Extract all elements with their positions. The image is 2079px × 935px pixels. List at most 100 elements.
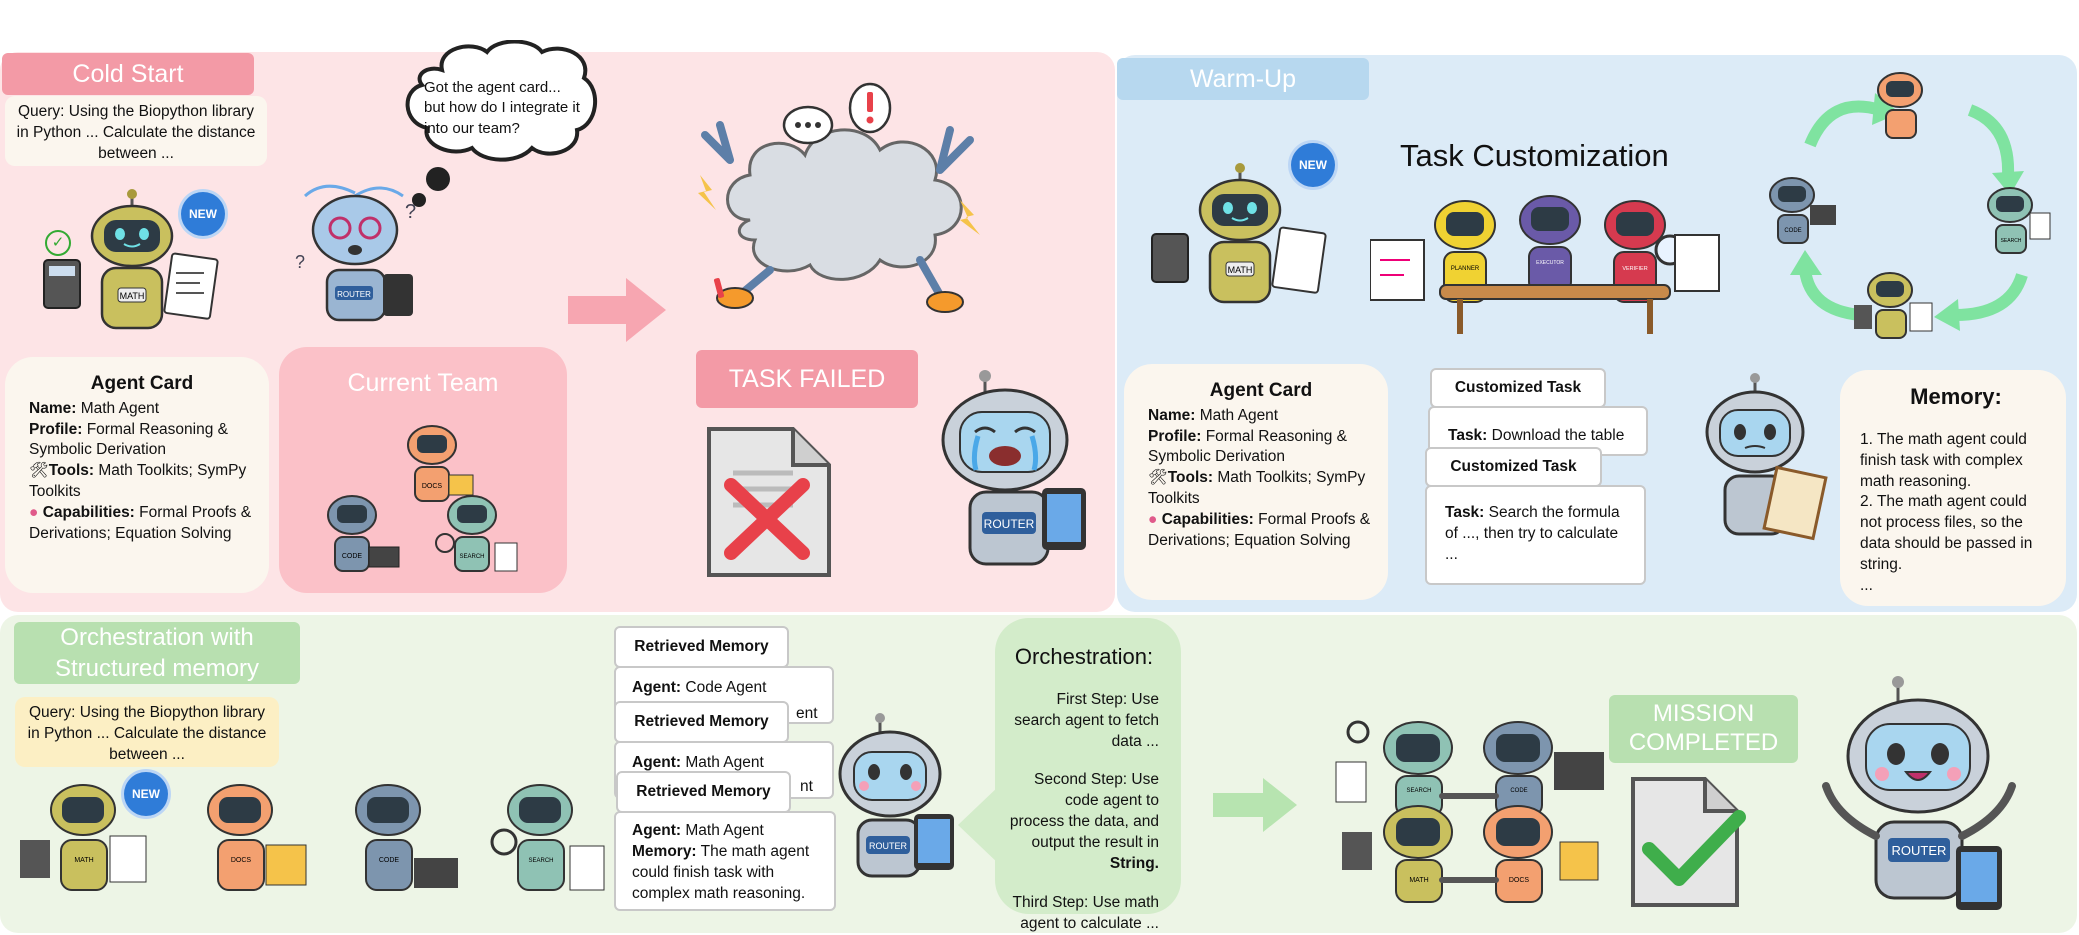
warm-agent-card-profile: Profile: Formal Reasoning & Symbolic Der… bbox=[1148, 427, 1347, 466]
warm-agent-card-title: Agent Card bbox=[1209, 380, 1313, 401]
united-math-robot: MATH bbox=[1342, 805, 1453, 903]
agent-card-capabilities: ● Capabilities: Formal Proofs & Derivati… bbox=[29, 504, 252, 543]
cold-start-tag: Cold Start bbox=[2, 53, 254, 95]
code-robot: CODE bbox=[327, 495, 400, 572]
feedback-cycle: CODE SEARCH bbox=[1769, 72, 2051, 339]
retrieved-memory-tab-2: Retrieved Memory bbox=[614, 701, 789, 743]
math-bot-label: MATH bbox=[120, 291, 145, 301]
task-customization-title: Task Customization bbox=[1400, 138, 1669, 173]
crying-router-label: ROUTER bbox=[984, 517, 1035, 531]
cold-start-query: Query: Using the Biopython library in Py… bbox=[5, 96, 267, 166]
plan-step-2: Second Step: Use code agent to process t… bbox=[1009, 771, 1159, 873]
svg-text:CODE: CODE bbox=[1784, 228, 1801, 234]
arrow-right-icon bbox=[1213, 778, 1297, 832]
cycle-search-robot: SEARCH bbox=[1987, 187, 2051, 254]
svg-text:SEARCH: SEARCH bbox=[528, 858, 553, 864]
svg-text:CODE: CODE bbox=[1510, 788, 1527, 794]
agent-card-title: Agent Card bbox=[90, 373, 194, 394]
dizzy-router-robot: ROUTER ? ? bbox=[285, 178, 430, 338]
success-document-icon bbox=[1631, 777, 1746, 907]
docs-robot: DOCS bbox=[407, 425, 474, 502]
team-table-robots: PLANNER EXECUTOR VERIFIER bbox=[1370, 195, 1720, 334]
warm-new-badge: NEW bbox=[1291, 143, 1335, 187]
svg-text:MATH: MATH bbox=[74, 857, 93, 864]
orch-math-robot: MATH bbox=[20, 784, 147, 891]
svg-text:ROUTER: ROUTER bbox=[869, 841, 908, 851]
cycle-math-robot bbox=[1854, 272, 1933, 339]
cycle-code-robot: CODE bbox=[1769, 177, 1836, 244]
chaos-cloud bbox=[698, 82, 980, 313]
svg-text:DOCS: DOCS bbox=[422, 483, 443, 490]
retrieved-memory-card-3: Agent: Math Agent Memory: The math agent… bbox=[614, 811, 836, 911]
new-badge: NEW bbox=[181, 192, 225, 236]
thought-dot-large bbox=[426, 167, 450, 191]
happy-router-robot: ROUTER bbox=[1806, 676, 2031, 916]
agent-card-tools: 🛠Tools: Math Toolkits; SymPy Toolkits bbox=[29, 462, 247, 501]
thought-text: Got the agent card... but how do I integ… bbox=[424, 79, 580, 137]
check-icon: ✓ bbox=[45, 230, 71, 256]
executor-robot: EXECUTOR bbox=[1519, 195, 1581, 293]
retrieved-memory-tab-1: Retrieved Memory bbox=[614, 626, 789, 668]
search-robot: SEARCH bbox=[435, 495, 518, 572]
svg-text:PLANNER: PLANNER bbox=[1451, 266, 1480, 272]
memory-more: ... bbox=[1860, 577, 1873, 595]
svg-text:MATH: MATH bbox=[1228, 265, 1253, 275]
orch-new-badge: NEW bbox=[124, 772, 168, 816]
united-code-robot: CODE bbox=[1483, 721, 1604, 817]
plan-bubble-pointer bbox=[958, 785, 1000, 865]
verifier-robot: VERIFIER bbox=[1604, 200, 1720, 303]
crying-router-robot: ROUTER bbox=[930, 370, 1095, 585]
brain-icon: ● bbox=[1148, 511, 1158, 529]
united-docs-robot: DOCS bbox=[1483, 805, 1599, 903]
writing-router-robot bbox=[1700, 372, 1830, 552]
svg-text:CODE: CODE bbox=[379, 857, 400, 864]
orchestration-plan: Orchestration: First Step: Use search ag… bbox=[995, 618, 1181, 932]
plan-title: Orchestration: bbox=[1014, 644, 1154, 669]
current-team-robots: DOCS CODE SEARCH bbox=[327, 425, 518, 572]
thought-dot-small bbox=[412, 193, 426, 207]
cold-agent-card: Agent Card Name: Math Agent Profile: For… bbox=[5, 357, 269, 593]
tools-icon: 🛠 bbox=[1148, 469, 1168, 487]
happy-router-label: ROUTER bbox=[1892, 843, 1947, 858]
retrieved-memory-tab-3: Retrieved Memory bbox=[616, 771, 791, 813]
router-bot-label: ROUTER bbox=[337, 290, 371, 299]
task-failed-label: TASK FAILED bbox=[696, 350, 918, 408]
warm-agent-card-capabilities: ● Capabilities: Formal Proofs & Derivati… bbox=[1148, 511, 1371, 550]
memory-title: Memory: bbox=[1910, 384, 2002, 409]
arrow-right-icon bbox=[568, 278, 666, 342]
agent-card-profile: Profile: Formal Reasoning & Symbolic Der… bbox=[29, 420, 228, 459]
svg-text:DOCS: DOCS bbox=[1509, 877, 1530, 884]
united-search-robot: SEARCH bbox=[1335, 720, 1453, 817]
svg-text:SEARCH: SEARCH bbox=[2001, 238, 2022, 244]
customized-task-tab-1: Customized Task bbox=[1430, 368, 1606, 408]
memory-box: Memory: 1. The math agent could finish t… bbox=[1840, 370, 2066, 606]
current-team-title: Current Team bbox=[347, 369, 499, 397]
svg-text:CODE: CODE bbox=[342, 553, 363, 560]
warm-math-agent-robot: MATH bbox=[1148, 162, 1333, 322]
warm-agent-card-tools: 🛠Tools: Math Toolkits; SymPy Toolkits bbox=[1148, 469, 1366, 508]
svg-text:VERIFIER: VERIFIER bbox=[1622, 266, 1647, 272]
memory-item-2: 2. The math agent could not process file… bbox=[1860, 493, 2033, 574]
cycle-docs-robot bbox=[1877, 72, 1923, 139]
svg-text:MATH: MATH bbox=[1409, 877, 1428, 884]
orch-search-robot: SEARCH bbox=[490, 784, 605, 891]
customized-task-card-2: Task: Search the formula of ..., then tr… bbox=[1425, 485, 1646, 585]
customized-task-tab-2: Customized Task bbox=[1425, 447, 1602, 487]
available-agents-row: MATH DOCS CODE SEARCH bbox=[20, 784, 605, 891]
united-team-robots: SEARCH CODE MATH DOCS bbox=[1335, 720, 1604, 903]
svg-text:DOCS: DOCS bbox=[231, 857, 252, 864]
failed-document-icon bbox=[707, 427, 831, 577]
svg-text:SEARCH: SEARCH bbox=[1406, 788, 1431, 794]
plan-step-1: First Step: Use search agent to fetch da… bbox=[1014, 690, 1159, 750]
warm-agent-card: Agent Card Name: Math Agent Profile: For… bbox=[1124, 364, 1388, 600]
tools-icon: 🛠 bbox=[29, 462, 49, 480]
orchestration-query: Query: Using the Biopython library in Py… bbox=[15, 697, 279, 767]
warm-agent-card-name: Name: Math Agent bbox=[1148, 406, 1279, 424]
thought-bubble: Got the agent card... but how do I integ… bbox=[402, 40, 602, 165]
memory-item-1: 1. The math agent could finish task with… bbox=[1860, 430, 2027, 490]
warm-up-tag: Warm-Up bbox=[1117, 58, 1369, 100]
thinking-router-robot: ROUTER bbox=[832, 712, 962, 892]
svg-text:SEARCH: SEARCH bbox=[459, 554, 484, 560]
